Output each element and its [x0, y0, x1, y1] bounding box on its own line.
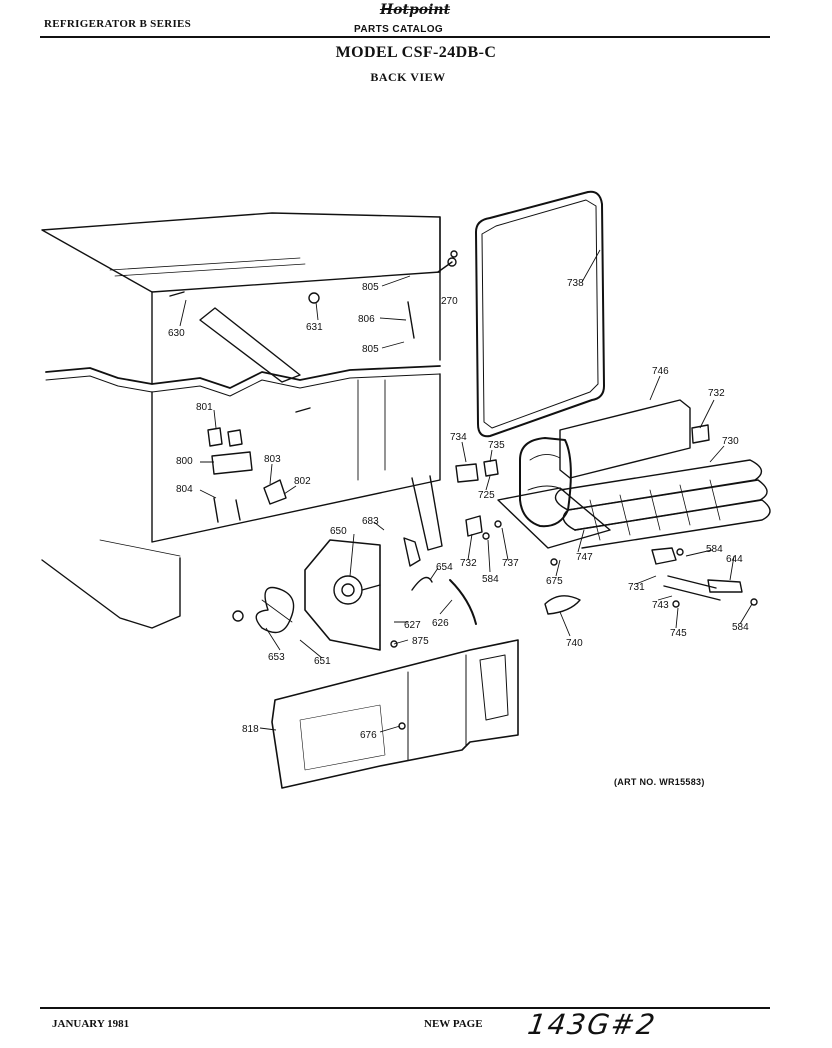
callout-label: 806 [358, 314, 375, 325]
callout-label: 653 [268, 652, 285, 663]
callout-label: 805 [362, 344, 379, 355]
callout-label: 584 [706, 544, 723, 555]
callout-label: 743 [652, 600, 669, 611]
base-plate [497, 487, 611, 549]
footer-status: NEW PAGE [424, 1018, 483, 1030]
clip-part [263, 479, 287, 505]
clip-740 [544, 595, 581, 615]
callout-label: 875 [412, 636, 429, 647]
callout-label: 737 [502, 558, 519, 569]
callout-label: 740 [566, 638, 583, 649]
callout-label: 631 [306, 322, 323, 333]
compressor [519, 437, 572, 528]
terminal-block-732 [691, 424, 710, 444]
view-title: BACK VIEW [370, 70, 446, 84]
tube-654 [411, 576, 433, 591]
leader-lines [179, 249, 753, 733]
callout-label: 732 [460, 558, 477, 569]
callout-label: 746 [652, 366, 669, 377]
callout-label: 630 [168, 328, 185, 339]
footer-rule [40, 1007, 770, 1009]
callout-label: 725 [478, 490, 495, 501]
screw-806 [407, 301, 415, 339]
callout-label: 651 [314, 656, 331, 667]
relay-734 [455, 463, 479, 483]
callout-label: 644 [726, 554, 743, 565]
cabinet-strip [199, 307, 301, 383]
callout-label: 270 [441, 296, 458, 307]
callout-label: 738 [567, 278, 584, 289]
catalog-title: PARTS CATALOG [354, 24, 444, 35]
cover-panel [559, 399, 691, 479]
callout-label: 627 [404, 620, 421, 631]
control-switch [211, 451, 253, 475]
hinge-270 [437, 261, 453, 273]
callout-label: 675 [546, 576, 563, 587]
callout-label: 730 [722, 436, 739, 447]
callout-labels: 805 270 738 630 631 806 805 746 732 730 … [168, 278, 749, 741]
hose-626 [449, 579, 477, 625]
callout-label: 732 [708, 388, 725, 399]
callout-label: 683 [362, 516, 379, 527]
clamp-732 [465, 515, 483, 537]
callout-label: 731 [628, 582, 645, 593]
callout-label: 745 [670, 628, 687, 639]
callout-label: 735 [488, 440, 505, 451]
cabinet-top [41, 212, 441, 293]
callout-label: 650 [330, 526, 347, 537]
relay-parts [207, 427, 243, 447]
access-panel [271, 639, 519, 789]
door-gasket [475, 190, 605, 438]
callout-label: 747 [576, 552, 593, 563]
callout-label: 800 [176, 456, 193, 467]
callout-label: 584 [482, 574, 499, 585]
plug-631 [308, 292, 320, 304]
part-644 [707, 579, 743, 593]
fan-nut [232, 610, 244, 622]
fan-bracket [304, 539, 381, 651]
brand-logo: Hotpoint [379, 2, 451, 18]
header-rule [40, 36, 770, 38]
series-title: REFRIGERATOR B SERIES [44, 18, 192, 30]
callout-label: 804 [176, 484, 193, 495]
callout-label: 626 [432, 618, 449, 629]
callout-label: 803 [264, 454, 281, 465]
footer-date: JANUARY 1981 [52, 1018, 130, 1030]
part-731 [651, 547, 677, 565]
art-number: (ART NO. WR15583) [614, 777, 705, 787]
callout-label: 802 [294, 476, 311, 487]
bar-743 [663, 575, 721, 601]
fan-blade [255, 586, 295, 634]
screw-630 [169, 291, 185, 297]
callout-label: 654 [436, 562, 453, 573]
callout-label: 805 [362, 282, 379, 293]
callout-label: 818 [242, 724, 259, 735]
model-title: MODEL CSF-24DB-C [335, 44, 497, 61]
break-line [45, 365, 441, 389]
bracket-683 [403, 537, 421, 567]
fan-motor [333, 575, 363, 605]
callout-label: 734 [450, 432, 467, 443]
callout-label: 584 [732, 622, 749, 633]
handwritten-note: 143G#2 [525, 1008, 659, 1041]
callout-label: 676 [360, 730, 377, 741]
callout-label: 801 [196, 402, 213, 413]
